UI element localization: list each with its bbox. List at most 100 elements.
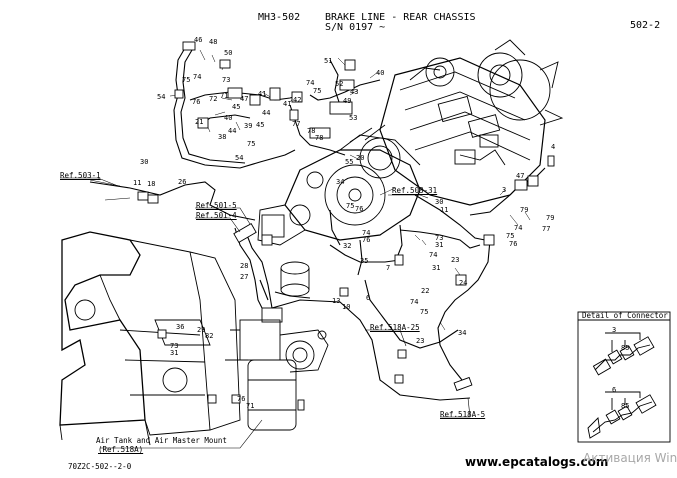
- connector-callout-85b: 85: [621, 402, 630, 410]
- callout: 21: [195, 118, 204, 126]
- callout: 76: [237, 395, 246, 403]
- callout: 43: [350, 88, 359, 96]
- callout: 28: [240, 262, 249, 270]
- connector-callout-3: 3: [612, 326, 617, 334]
- callout: 20: [356, 154, 365, 162]
- callout: 76: [509, 240, 518, 248]
- callout: 82: [205, 332, 214, 340]
- callout: 30: [140, 158, 149, 166]
- callout: 10: [342, 303, 351, 311]
- callout: 73: [435, 234, 444, 242]
- callout: 77: [292, 120, 301, 128]
- callout: 4: [551, 143, 556, 151]
- connector-detail-box: [577, 311, 671, 443]
- callout: 45: [256, 121, 265, 129]
- callout: 49: [343, 97, 352, 105]
- callout: 54: [157, 93, 166, 101]
- callout: 11: [133, 179, 142, 187]
- callout: 76: [355, 205, 364, 213]
- callout: 71: [220, 92, 229, 100]
- callout: 40: [224, 114, 233, 122]
- callout: 29: [197, 326, 206, 334]
- air-tank-ref[interactable]: (Ref.518A): [98, 445, 144, 454]
- callout: 41: [283, 100, 292, 108]
- callout: 31: [435, 241, 444, 249]
- serial-range: S/N 0197 ~: [325, 22, 386, 33]
- ref-503-31[interactable]: Ref.503-31: [392, 186, 438, 195]
- ref-501-5[interactable]: Ref.501-5: [196, 201, 237, 210]
- callout: 72: [209, 95, 218, 103]
- fittings: [137, 41, 555, 411]
- ref-518a-5[interactable]: Ref.518A-5: [440, 410, 486, 419]
- model-code: MH3-502: [258, 12, 301, 23]
- callout: 74: [193, 73, 202, 81]
- callout: 24: [459, 279, 468, 287]
- rear-frame: [59, 231, 241, 446]
- callout: 40: [376, 69, 385, 77]
- ref-503-1[interactable]: Ref.503-1: [60, 171, 101, 180]
- callout: 31: [170, 349, 179, 357]
- callout: 11: [440, 206, 449, 214]
- callout: 6: [366, 294, 371, 302]
- callout: 79: [546, 214, 555, 222]
- callout: 23: [416, 337, 425, 345]
- drawing-number: 70Z2C-502--2-0: [68, 462, 132, 471]
- callout: 51: [324, 57, 333, 65]
- callout: 22: [421, 287, 430, 295]
- connector-callout-85a: 85: [621, 344, 630, 352]
- page-code: 502-2: [630, 20, 661, 31]
- callout: 38: [218, 133, 227, 141]
- callout: 54: [235, 154, 244, 162]
- transmission-housing: [257, 124, 421, 246]
- callout: 30: [435, 198, 444, 206]
- callout: 52: [335, 80, 344, 88]
- callout: 18: [147, 180, 156, 188]
- callout: 73: [170, 342, 179, 350]
- connector-callout-6: 6: [612, 386, 617, 394]
- callout: 74: [514, 224, 523, 232]
- callout: 74: [362, 229, 371, 237]
- callout: 78: [307, 127, 316, 135]
- callout: 48: [209, 38, 218, 46]
- page-title: BRAKE LINE - REAR CHASSIS: [325, 12, 476, 23]
- callout: 39: [244, 122, 253, 130]
- callout: 78: [315, 134, 324, 142]
- callout: 74: [410, 298, 419, 306]
- callout: 23: [451, 256, 460, 264]
- callout: 79: [520, 206, 529, 214]
- callout: 73: [222, 76, 231, 84]
- callout: 53: [349, 114, 358, 122]
- callout: 75: [420, 308, 429, 316]
- callout: 74: [306, 79, 315, 87]
- callout: 31: [432, 264, 441, 272]
- air-tank-caption: Air Tank and Air Master Mount: [96, 436, 227, 445]
- callout: 75: [313, 87, 322, 95]
- ref-518a-25[interactable]: Ref.518A-25: [370, 323, 420, 332]
- callout: 75: [247, 140, 256, 148]
- callout: 75: [346, 202, 355, 210]
- callout: 46: [194, 36, 203, 44]
- callout: 55: [345, 158, 354, 166]
- callout: 77: [542, 225, 551, 233]
- callout: 13: [332, 297, 341, 305]
- activation-watermark: Активация Wind: [583, 451, 677, 465]
- callout: 36: [176, 323, 185, 331]
- callout: 47: [240, 95, 249, 103]
- callout: 75: [506, 232, 515, 240]
- website-watermark[interactable]: www.epcatalogs.com: [465, 455, 609, 469]
- ref-501-4[interactable]: Ref.501-4: [196, 211, 237, 220]
- callout: 44: [262, 109, 271, 117]
- callout: 34: [336, 178, 345, 186]
- callout: 74: [429, 251, 438, 259]
- callout: 76: [362, 236, 371, 244]
- callout: 76: [192, 98, 201, 106]
- callout: 47: [516, 172, 525, 180]
- connector-detail-title: Detail of Connector: [582, 311, 668, 320]
- callout: 71: [246, 402, 255, 410]
- callout: 45: [232, 103, 241, 111]
- callout: 50: [224, 49, 233, 57]
- hydraulic-cylinder: [280, 261, 310, 297]
- callout: 32: [343, 242, 352, 250]
- callout: 34: [458, 329, 467, 337]
